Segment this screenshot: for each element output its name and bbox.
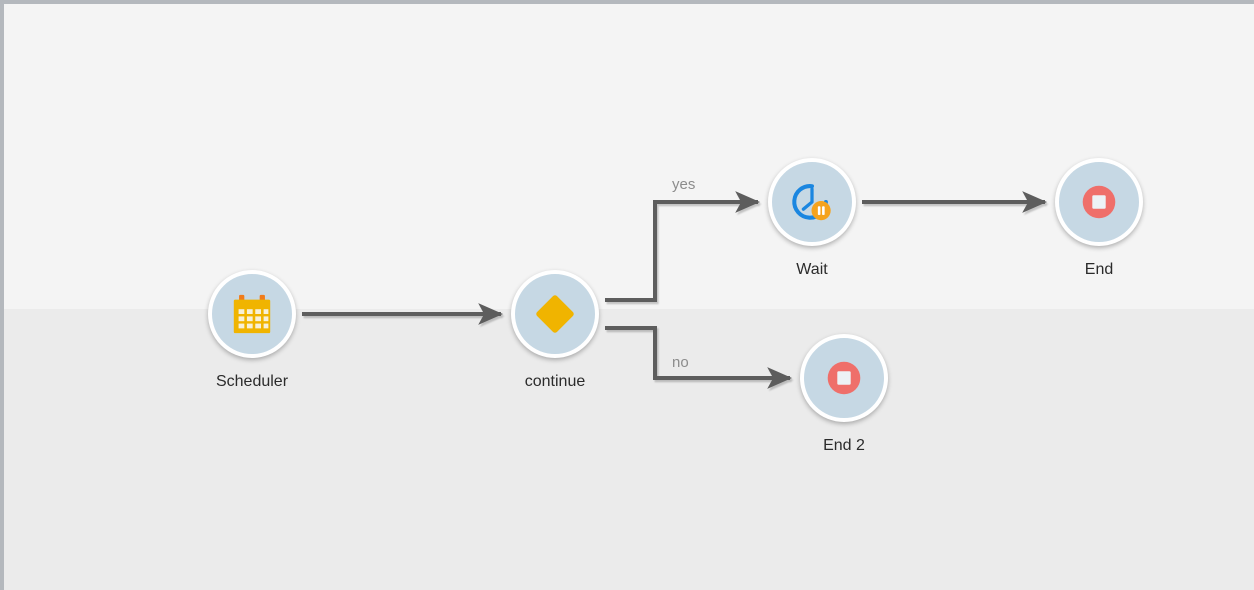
- stop-icon: [827, 361, 861, 395]
- stop-icon: [1082, 185, 1116, 219]
- clock-pause-icon: [792, 184, 831, 221]
- node-end[interactable]: [1055, 158, 1143, 246]
- node-label-continue: continue: [524, 373, 586, 390]
- node-label-end2: End 2: [823, 437, 865, 454]
- node-end2[interactable]: [800, 334, 888, 422]
- node-label-end: End: [1084, 261, 1114, 278]
- edge-label-yes: yes: [672, 176, 696, 193]
- edge-continue-to-wait: [605, 191, 760, 302]
- diamond-decision-icon: [536, 295, 574, 333]
- node-wait[interactable]: [768, 158, 856, 246]
- node-continue[interactable]: [511, 270, 599, 358]
- node-label-scheduler: Scheduler: [215, 373, 289, 390]
- calendar-icon: [233, 294, 271, 334]
- canvas-background-band: [4, 309, 1254, 590]
- node-scheduler[interactable]: [208, 270, 296, 358]
- edge-label-no: no: [672, 354, 689, 371]
- node-label-wait: Wait: [796, 261, 828, 278]
